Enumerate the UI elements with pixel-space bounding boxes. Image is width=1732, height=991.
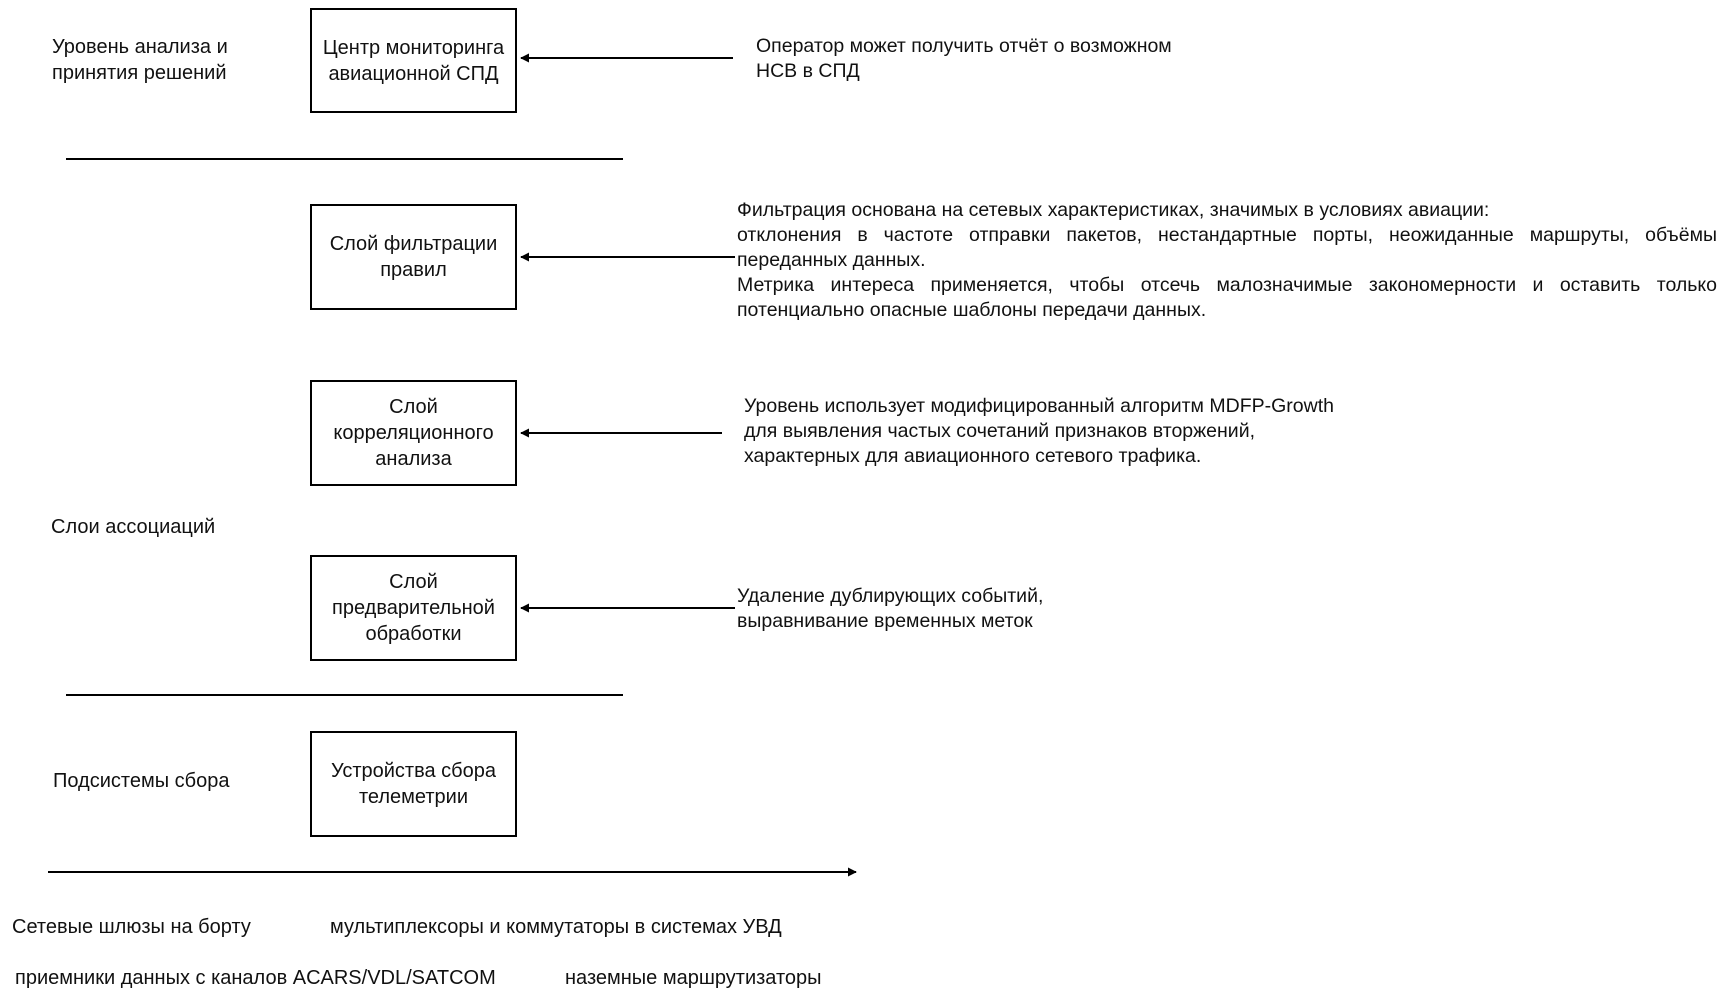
description-preprocessing: Удаление дублирующих событий, выравниван…	[737, 584, 1043, 634]
description-monitoring-line: Оператор может получить отчёт о возможно…	[756, 35, 1172, 57]
level-label-analysis: Уровень анализа и принятия решений	[52, 36, 228, 84]
separator-line-top	[66, 158, 623, 160]
description-filtering-line: Метрика интереса применяется, чтобы отсе…	[737, 274, 1717, 296]
description-monitoring-line: НСВ в СПД	[756, 60, 860, 82]
separator-line-bottom	[66, 694, 623, 696]
description-preprocessing-line: Удаление дублирующих событий,	[737, 585, 1044, 607]
box-filtering-layer: Слой фильтрации правил	[310, 204, 517, 310]
description-preprocessing-line: выравнивание временных меток	[737, 610, 1033, 632]
description-correlation-line: характерных для авиационного сетевого тр…	[744, 445, 1202, 467]
description-filtering-line: отклонения в частоте отправки пакетов, н…	[737, 224, 1717, 246]
source-onboard-gateways: Сетевые шлюзы на борту	[12, 916, 251, 938]
source-receivers: приемники данных с каналов ACARS/VDL/SAT…	[15, 967, 496, 989]
box-monitoring-center-label: Центр мониторинга авиационной СПД	[322, 36, 505, 85]
description-filtering-line: переданных данных.	[737, 249, 926, 271]
description-correlation-line: Уровень использует модифицированный алго…	[744, 395, 1334, 417]
box-preprocessing-layer: Слой предварительной обработки	[310, 555, 517, 661]
description-filtering-line: потенциально опасные шаблоны передачи да…	[737, 299, 1207, 321]
source-multiplexers: мультиплексоры и коммутаторы в системах …	[330, 916, 782, 938]
description-correlation: Уровень использует модифицированный алго…	[744, 394, 1334, 469]
description-filtering-line: Фильтрация основана на сетевых характери…	[737, 199, 1490, 221]
description-correlation-line: для выявления частых сочетаний признаков…	[744, 420, 1255, 442]
box-correlation-layer: Слой корреляционного анализа	[310, 380, 517, 486]
description-filtering: Фильтрация основана на сетевых характери…	[737, 198, 1717, 323]
box-telemetry-devices-label: Устройства сбора телеметрии	[330, 760, 496, 808]
level-label-associations: Слои ассоциаций	[51, 516, 216, 538]
box-preprocessing-layer-label: Слой предварительной обработки	[332, 571, 495, 645]
box-monitoring-center: Центр мониторинга авиационной СПД	[310, 8, 517, 113]
box-filtering-layer-label: Слой фильтрации правил	[329, 233, 498, 281]
box-correlation-layer-label: Слой корреляционного анализа	[333, 396, 494, 470]
level-label-collection: Подсистемы сбора	[53, 770, 230, 792]
box-telemetry-devices: Устройства сбора телеметрии	[310, 731, 517, 837]
description-monitoring: Оператор может получить отчёт о возможно…	[756, 34, 1172, 84]
source-ground-routers: наземные маршрутизаторы	[565, 967, 822, 989]
